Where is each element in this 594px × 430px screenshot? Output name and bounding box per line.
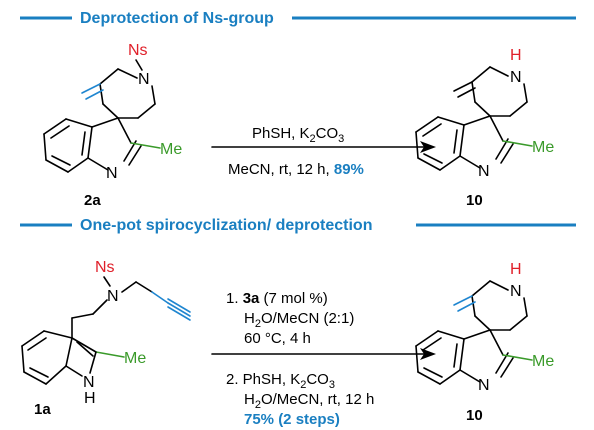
atom-h-bottom: H [510,261,522,278]
atom-n-indole: N [106,165,118,182]
label-1a: 1a [34,401,51,418]
section2-title: One-pot spirocyclization/ deprotection [80,217,372,234]
atom-h-1a: H [84,390,96,407]
atom-ns: Ns [128,42,148,59]
label-10-top: 10 [466,192,483,209]
label-2a: 2a [84,192,101,209]
section1-title: Deprotection of Ns-group [80,10,274,27]
molecule-2a: Ns N Me N [43,42,182,182]
atom-n-1a: N [107,288,119,305]
cond2-step1: 1. 3a (7 mol %) [226,290,328,307]
cond2-step2-solvent: H2O/MeCN, rt, 12 h [244,391,374,411]
cond2-step1-temp: 60 °C, 4 h [244,330,311,347]
molecule-10-bottom: H N Me N [415,261,554,394]
yield-2: 75% (2 steps) [244,411,340,428]
cond2-step2: 2. PhSH, K2CO3 [226,371,335,391]
molecule-1a: Ns N Me N H [21,259,191,407]
atom-me-1a: Me [124,350,146,367]
arrow-head-2 [420,348,436,360]
atom-nh-1a: N [83,374,95,391]
cond1-solvent: MeCN, rt, 12 h, 89% [228,161,364,178]
atom-n: N [138,71,150,88]
label-10-bottom: 10 [466,407,483,424]
atom-nh-bottom: N [510,283,522,300]
cond2-step1-solvent: H2O/MeCN (2:1) [244,310,354,330]
cond1-reagent: PhSH, K2CO3 [252,125,344,145]
atom-h-top: H [510,47,522,64]
atom-me-bottom: Me [532,353,554,370]
molecule-10-top: H N Me N [415,47,554,180]
atom-ns-1a: Ns [95,259,115,276]
atom-n-indole-top: N [478,163,490,180]
arrow-head-1 [420,141,436,153]
atom-me-top: Me [532,139,554,156]
atom-n-indole-bottom: N [478,377,490,394]
atom-nh-top: N [510,69,522,86]
atom-me: Me [160,141,182,158]
yield-1: 89% [334,161,364,178]
